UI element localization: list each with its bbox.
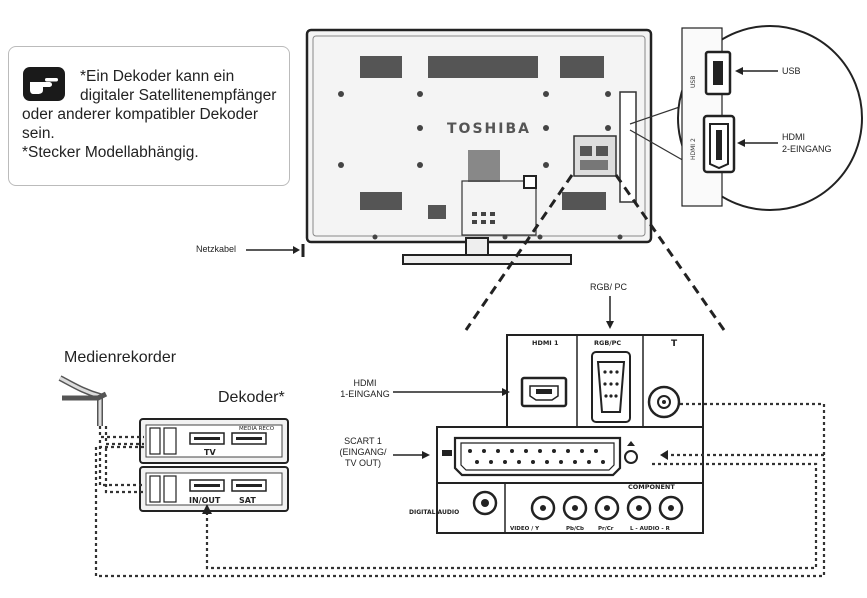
note-line-3: oder anderer kompatibler Dekoder xyxy=(22,106,259,123)
zoom-hdmi-port-text: HDMI 2 xyxy=(690,138,697,160)
panel-pb-cb-text: Pb/Cb xyxy=(566,526,584,532)
tv-back: TOSHIBA xyxy=(305,28,653,265)
deck-bottom-inout: IN/OUT xyxy=(189,496,221,505)
rgb-pc-label: RGB/ PC xyxy=(590,282,628,292)
decoder-label: Dekoder* xyxy=(218,389,285,406)
scart-label-line-1: SCART 1 xyxy=(344,436,382,446)
note-line-2: digitaler Satellitenempfänger xyxy=(80,87,277,104)
hdmi1-label-line-1: HDMI xyxy=(353,378,377,388)
note-line-5: *Stecker Modellabhängig. xyxy=(22,144,199,161)
panel-rgbpc-text: RGB/PC xyxy=(594,339,621,347)
hdmi1-label-line-2: 1-EINGANG xyxy=(340,389,390,399)
zoom-line-left xyxy=(464,174,574,331)
pointing-hand-icon xyxy=(23,67,65,101)
zoom-line-right xyxy=(614,174,726,331)
note-line-1: *Ein Dekoder kann ein xyxy=(80,68,235,85)
dotted-cables xyxy=(94,402,826,578)
panel-l-audio-r-text: L - AUDIO - R xyxy=(630,526,671,532)
scart-label-line-3: TV OUT) xyxy=(345,458,381,468)
zoom-callout: USB HDMI 2 xyxy=(629,25,863,211)
panel-video-y-text: VIDEO / Y xyxy=(510,526,540,532)
deck-top-tv: TV xyxy=(204,448,216,457)
note-box: *Ein Dekoder kann ein digitaler Satellit… xyxy=(8,46,290,186)
panel-antenna-text: T xyxy=(671,339,678,349)
recorder-label: Medienrekorder xyxy=(64,349,177,366)
zoom-usb-port-text: USB xyxy=(690,76,697,88)
hdmi2-label: HDMI 2-EINGANG xyxy=(782,131,832,155)
netzkabel-label: Netzkabel xyxy=(196,244,237,254)
hdmi1-label: HDMI 1-EINGANG xyxy=(340,378,390,400)
deck-top-brand: MEDIA RECO xyxy=(239,426,275,432)
device-decks: MEDIA RECO TV IN/OUT SAT xyxy=(58,375,289,512)
panel-component-text: COMPONENT xyxy=(628,483,675,491)
panel-hdmi1-text: HDMI 1 xyxy=(532,339,559,347)
tv-brand: TOSHIBA xyxy=(447,121,531,137)
panel-pr-cr-text: Pr/Cr xyxy=(598,526,614,532)
connector-panel: HDMI 1 RGB/PC T COMPONENT DIGITAL AUDIO … xyxy=(409,334,704,534)
scart-label: SCART 1 (EINGANG/ TV OUT) xyxy=(334,436,392,469)
hdmi2-label-line-1: HDMI xyxy=(782,132,805,142)
scart-label-line-2: (EINGANG/ xyxy=(339,447,387,457)
panel-digital-audio-text: DIGITAL AUDIO xyxy=(409,509,459,516)
hdmi2-label-line-2: 2-EINGANG xyxy=(782,144,832,154)
usb-label: USB xyxy=(782,66,801,76)
deck-bottom-sat: SAT xyxy=(239,496,256,505)
note-line-4: sein. xyxy=(22,125,55,142)
note-text: *Ein Dekoder kann ein digitaler Satellit… xyxy=(22,67,276,162)
